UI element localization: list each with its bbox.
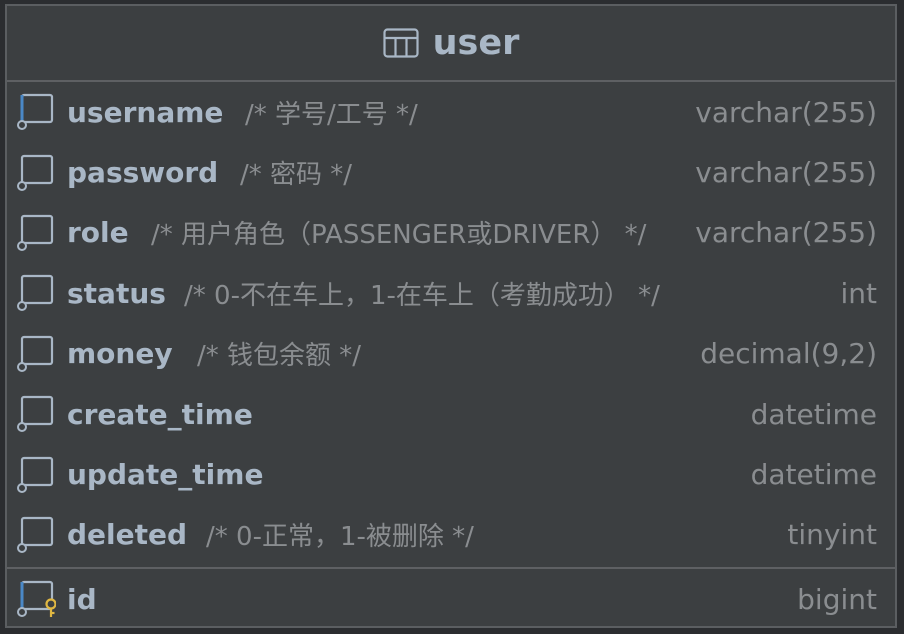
column-type: int (840, 276, 877, 310)
column-name: update_time (67, 458, 264, 492)
column-row[interactable]: status /* 0-不在车上，1-在车上（考勤成功） */ int (7, 263, 895, 323)
column-comment: /* 密码 */ (240, 160, 353, 191)
column-name: deleted (67, 518, 188, 552)
column-type: datetime (750, 397, 877, 431)
column-name: password (67, 156, 219, 190)
primary-key-row[interactable]: id bigint (7, 569, 895, 626)
column-row[interactable]: create_time datetime (7, 384, 895, 444)
column-icon (16, 456, 56, 494)
table-name: user (432, 23, 520, 63)
column-name: role (67, 216, 129, 250)
column-type: decimal(9,2) (700, 337, 877, 371)
column-icon (16, 274, 56, 312)
column-name: status (67, 276, 166, 310)
column-comment: /* 学号/工号 */ (245, 99, 418, 130)
primary-key-type: bigint (797, 582, 877, 616)
column-name: create_time (67, 397, 253, 431)
column-row[interactable]: username /* 学号/工号 */ varchar(255) (7, 82, 895, 142)
divider (7, 567, 895, 570)
column-type: datetime (750, 458, 877, 492)
column-comment: /* 0-正常，1-被删除 */ (206, 522, 474, 553)
primary-key-column-icon (16, 580, 57, 618)
column-type: tinyint (787, 518, 877, 552)
column-row[interactable]: role /* 用户角色（PASSENGER或DRIVER） */ varcha… (7, 203, 895, 263)
column-comment: /* 0-不在车上，1-在车上（考勤成功） */ (184, 280, 660, 311)
column-icon (16, 395, 56, 433)
column-type: varchar(255) (695, 216, 877, 250)
table-icon (383, 28, 419, 58)
column-comment: /* 钱包余额 */ (197, 341, 362, 372)
column-icon (16, 154, 56, 192)
column-type: varchar(255) (695, 156, 877, 190)
table-header: user (7, 6, 895, 82)
column-name: username (67, 95, 224, 129)
column-row[interactable]: money /* 钱包余额 */ decimal(9,2) (7, 324, 895, 384)
column-row[interactable]: update_time datetime (7, 444, 895, 504)
column-icon (16, 214, 56, 252)
column-row[interactable]: password /* 密码 */ varchar(255) (7, 142, 895, 202)
column-type: varchar(255) (695, 95, 877, 129)
column-icon (16, 335, 56, 373)
column-list: username /* 学号/工号 */ varchar(255) passwo… (7, 82, 895, 565)
table-card[interactable]: user username /* 学号/工号 */ varchar(255) (5, 4, 897, 628)
column-comment: /* 用户角色（PASSENGER或DRIVER） */ (151, 220, 647, 251)
column-name: money (67, 337, 173, 371)
primary-key-name: id (67, 582, 97, 616)
column-icon (16, 93, 56, 131)
column-icon (16, 516, 56, 554)
column-row[interactable]: deleted /* 0-正常，1-被删除 */ tinyint (7, 505, 895, 565)
